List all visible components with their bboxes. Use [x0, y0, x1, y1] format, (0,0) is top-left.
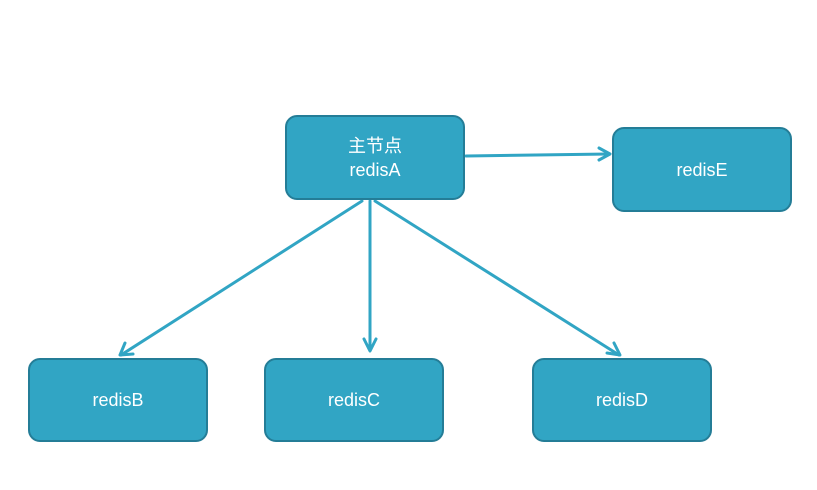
- arrow-a-to-b: [119, 199, 364, 357]
- arrowhead-c: [362, 337, 378, 353]
- arrow-a-to-d: [373, 199, 621, 357]
- arrowhead-d: [605, 341, 622, 357]
- node-redisD-label: redisD: [595, 390, 648, 410]
- node-redisB-label: redisB: [92, 390, 144, 410]
- node-redisB[interactable]: redisB: [28, 358, 208, 442]
- arrowhead-b: [118, 341, 135, 357]
- node-redisC-label: redisC: [327, 390, 380, 410]
- node-redisE[interactable]: redisE: [612, 127, 792, 212]
- node-redisE-label: redisE: [676, 159, 728, 180]
- node-redisC[interactable]: redisC: [264, 358, 444, 442]
- arrow-a-to-e: [464, 152, 611, 158]
- node-master-title: 主节点: [348, 135, 402, 156]
- arrowhead-e: [597, 146, 612, 162]
- node-master-redisA[interactable]: 主节点 redisA: [285, 115, 465, 200]
- node-master-label: redisA: [349, 159, 401, 180]
- node-redisD[interactable]: redisD: [532, 358, 712, 442]
